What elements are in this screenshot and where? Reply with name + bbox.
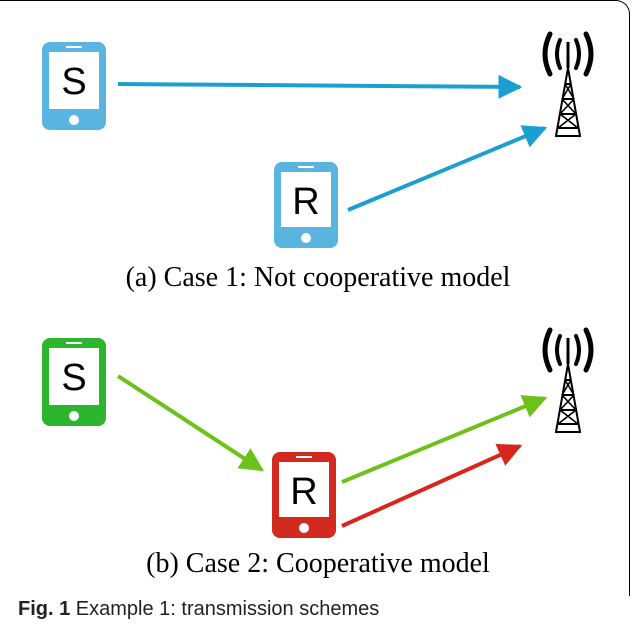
phone-relay-b: R [272,452,336,538]
arrow-relay-to-bs-green-b [341,395,548,484]
base-station-tower-icon-b [545,330,591,432]
caption-panel-a: (a) Case 1: Not cooperative model [125,262,511,293]
panel-b: S R [42,330,591,538]
source-label-b: S [61,357,86,399]
figure-frame [0,0,630,596]
arrow-relay-to-bs-red-b [341,443,523,528]
arrow-source-to-relay-b [116,374,265,472]
figure-label: Fig. 1 [18,598,71,620]
relay-label-a: R [292,181,319,223]
source-label-a: S [61,61,86,103]
phone-source-b: S [42,338,106,426]
base-station-tower-icon-a [545,34,591,136]
relay-label-b: R [290,471,317,513]
arrow-relay-to-bs-a [347,125,548,212]
phone-source-a: S [42,42,106,130]
figure-caption: Fig. 1 Example 1: transmission schemes [18,598,379,621]
diagram-canvas: S R S R [42,0,636,538]
phone-relay-a: R [274,162,338,248]
caption-panel-b: (b) Case 2: Cooperative model [146,548,490,579]
arrow-source-to-bs-a [117,74,523,99]
figure-caption-text: Example 1: transmission schemes [70,598,380,620]
panel-a: S R [42,34,591,248]
